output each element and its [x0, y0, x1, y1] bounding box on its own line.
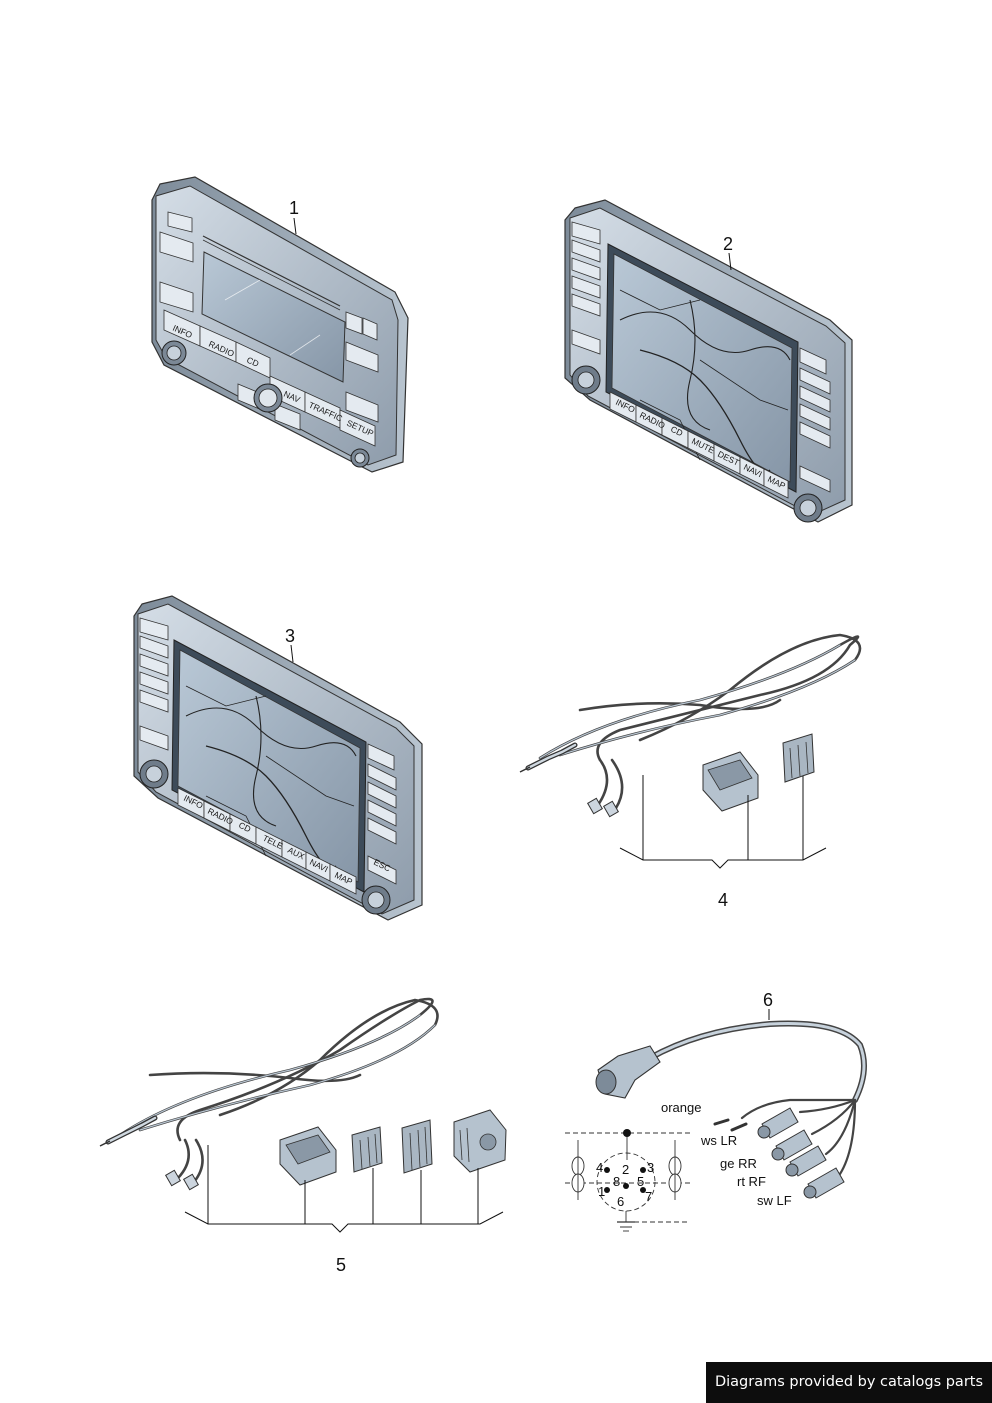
rca-plug-icon — [803, 1167, 845, 1199]
pin-label-2: 2 — [622, 1162, 629, 1177]
rca-plug-icon — [771, 1129, 813, 1161]
rca-plug-icon — [757, 1107, 799, 1139]
pin-label-5: 5 — [637, 1174, 644, 1189]
callout-4: 4 — [718, 890, 728, 910]
pin-label-7: 7 — [645, 1189, 652, 1204]
wire-label-rt-rf: rt RF — [737, 1174, 766, 1189]
center-knob-icon — [253, 383, 283, 413]
callout-3: 3 — [285, 626, 295, 646]
volume-knob-icon — [161, 340, 187, 366]
pin-label-8: 8 — [613, 1174, 620, 1189]
wire-label-orange: orange — [661, 1100, 701, 1115]
wire-label-ws-lr: ws LR — [700, 1133, 737, 1148]
cd-button-label-2: CD — [669, 424, 684, 438]
callout-6: 6 — [763, 990, 773, 1010]
pin-label-1: 1 — [598, 1184, 605, 1199]
pin-label-4: 4 — [596, 1160, 603, 1175]
tuning-knob-icon — [361, 885, 391, 915]
rca-plug-icon — [785, 1145, 827, 1177]
cd-button-label-3: CD — [237, 820, 252, 834]
pin-label-3: 3 — [647, 1160, 654, 1175]
pin-label-6: 6 — [617, 1194, 624, 1209]
radio-unit-3: INFO RADIO CD TELE AUX NAVI MAP ESC 3 — [133, 595, 423, 921]
callout-1: 1 — [289, 198, 299, 218]
adapter-cable-6: 6 — [565, 990, 867, 1232]
volume-knob-icon — [139, 759, 169, 789]
callout-5: 5 — [336, 1255, 346, 1275]
volume-knob-icon — [571, 365, 601, 395]
radio-unit-1: INFO RADIO CD NAV TRAFFIC SETUP 1 — [151, 176, 409, 473]
cable-set-4: 4 — [519, 633, 862, 910]
wire-label-sw-lf: sw LF — [757, 1193, 792, 1208]
credit-banner: Diagrams provided by catalogs parts — [706, 1362, 992, 1403]
cd-button-label: CD — [245, 355, 260, 369]
eject-knob-icon — [350, 448, 370, 468]
tuning-knob-icon — [793, 493, 823, 523]
connector-pinout: 4 2 3 8 5 1 6 7 — [565, 1129, 690, 1232]
callout-2: 2 — [723, 234, 733, 254]
wire-label-ge-rr: ge RR — [720, 1156, 757, 1171]
radio-unit-2: INFO RADIO CD MUTE DEST NAVI MAP 2 — [564, 199, 853, 523]
cable-set-5: 5 — [99, 997, 507, 1275]
